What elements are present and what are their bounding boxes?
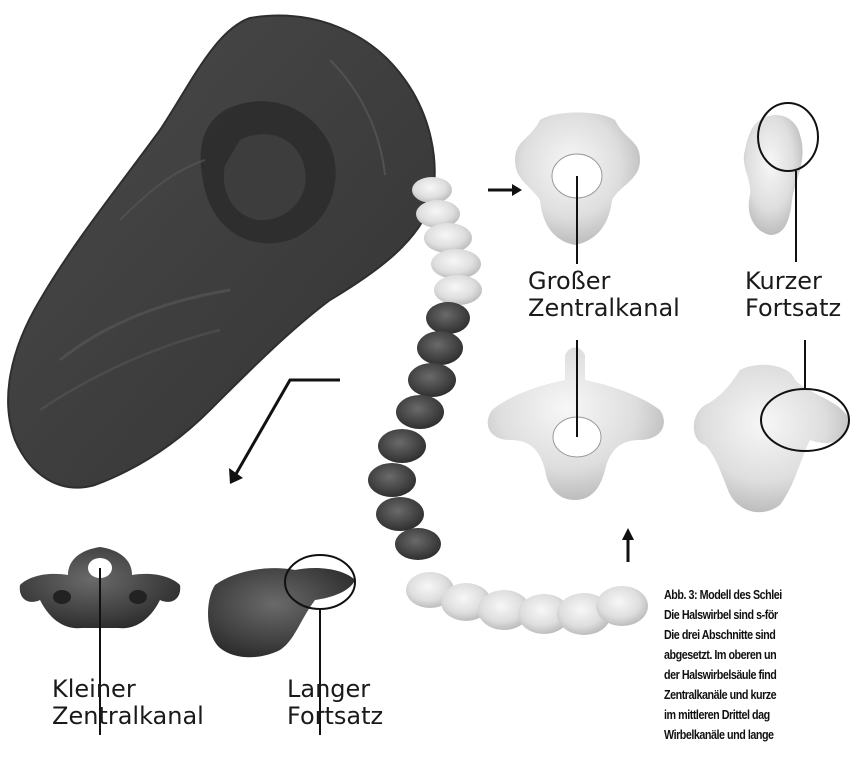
label-small-central-canal: Kleiner Zentralkanal <box>52 676 204 730</box>
vertebra-side-view-top <box>744 115 803 235</box>
label-long-process: Langer Fortsatz <box>287 676 383 730</box>
label-large-central-canal: Großer Zentralkanal <box>528 268 680 322</box>
vertebra-side-view-bottom <box>694 365 850 512</box>
figure-caption: Abb. 3: Modell des Schlei Die Halswirbel… <box>664 585 826 758</box>
vertebra-front-view-bottom <box>488 348 664 501</box>
neck-vertebrae-middle-dark <box>368 302 470 560</box>
arrow-to-bottom-detail <box>229 380 340 484</box>
label-short-process: Kurzer Fortsatz <box>745 268 841 322</box>
vertebra-side-view-dark <box>208 568 355 657</box>
neck-vertebrae-upper-light <box>412 177 482 305</box>
arrow-to-top-detail <box>488 184 522 196</box>
neck-vertebrae-lower-light <box>406 572 648 635</box>
arrow-up-from-lower-neck <box>622 528 634 562</box>
skull-model <box>8 16 435 488</box>
